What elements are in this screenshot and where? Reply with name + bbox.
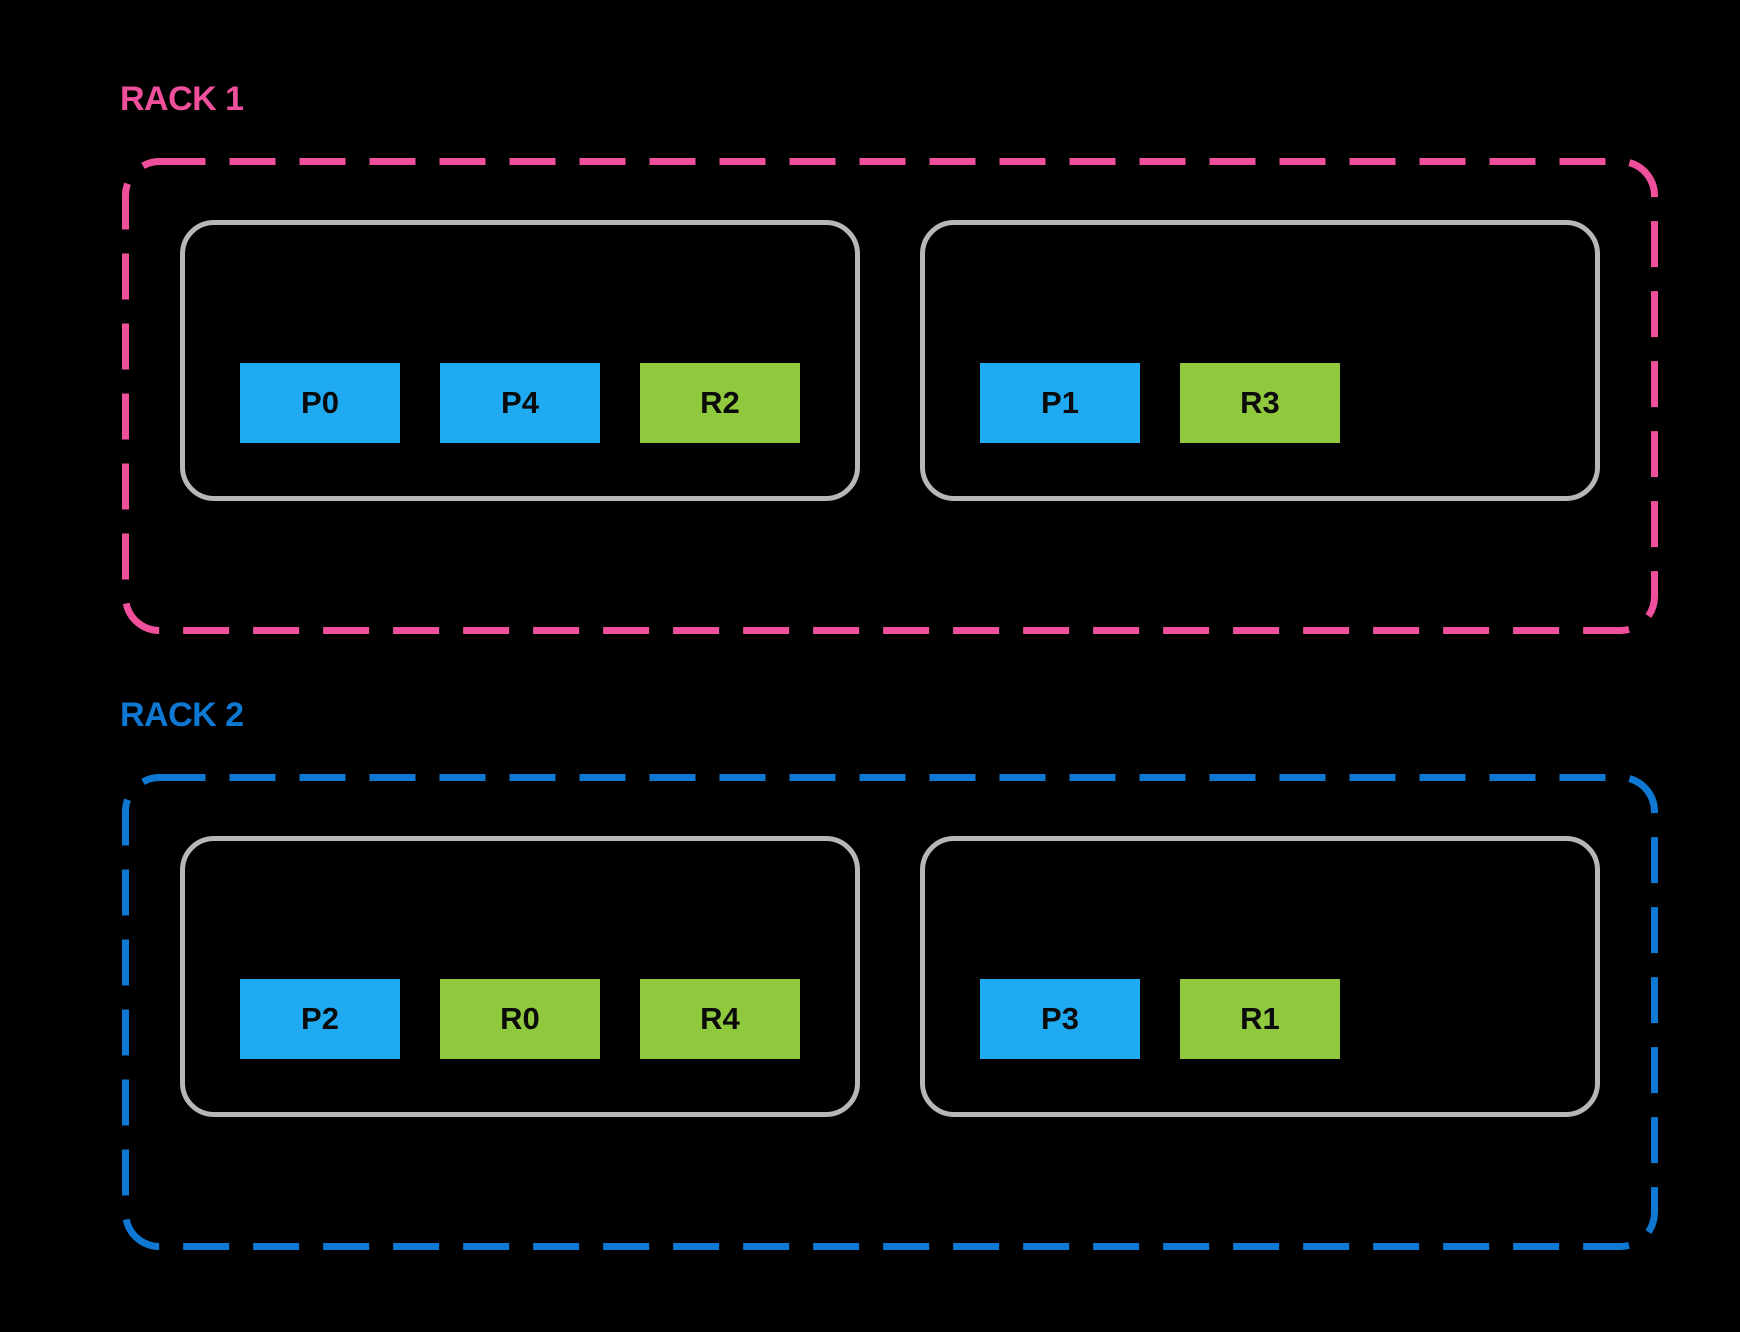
rack1-dashed-boundary xyxy=(122,158,1658,634)
rack1-label: RACK 1 xyxy=(120,80,244,118)
block-r0: R0 xyxy=(440,979,600,1059)
block-r1: R1 xyxy=(1180,979,1340,1059)
rack1-host-2: P1 R3 xyxy=(920,220,1600,501)
rack2-dashed-border-rect xyxy=(122,774,1658,1250)
block-p0: P0 xyxy=(240,363,400,443)
block-p2: P2 xyxy=(240,979,400,1059)
rack1-host-1: P0 P4 R2 xyxy=(180,220,860,501)
rack2-host-1: P2 R0 R4 xyxy=(180,836,860,1117)
rack2-dashed-boundary xyxy=(122,774,1658,1250)
block-p1: P1 xyxy=(980,363,1140,443)
block-r2: R2 xyxy=(640,363,800,443)
rack2-host-2: P3 R1 xyxy=(920,836,1600,1117)
block-p4: P4 xyxy=(440,363,600,443)
rack1-dashed-border-rect xyxy=(122,158,1658,634)
block-p3: P3 xyxy=(980,979,1140,1059)
block-r4: R4 xyxy=(640,979,800,1059)
rack2-label: RACK 2 xyxy=(120,696,244,734)
block-r3: R3 xyxy=(1180,363,1340,443)
